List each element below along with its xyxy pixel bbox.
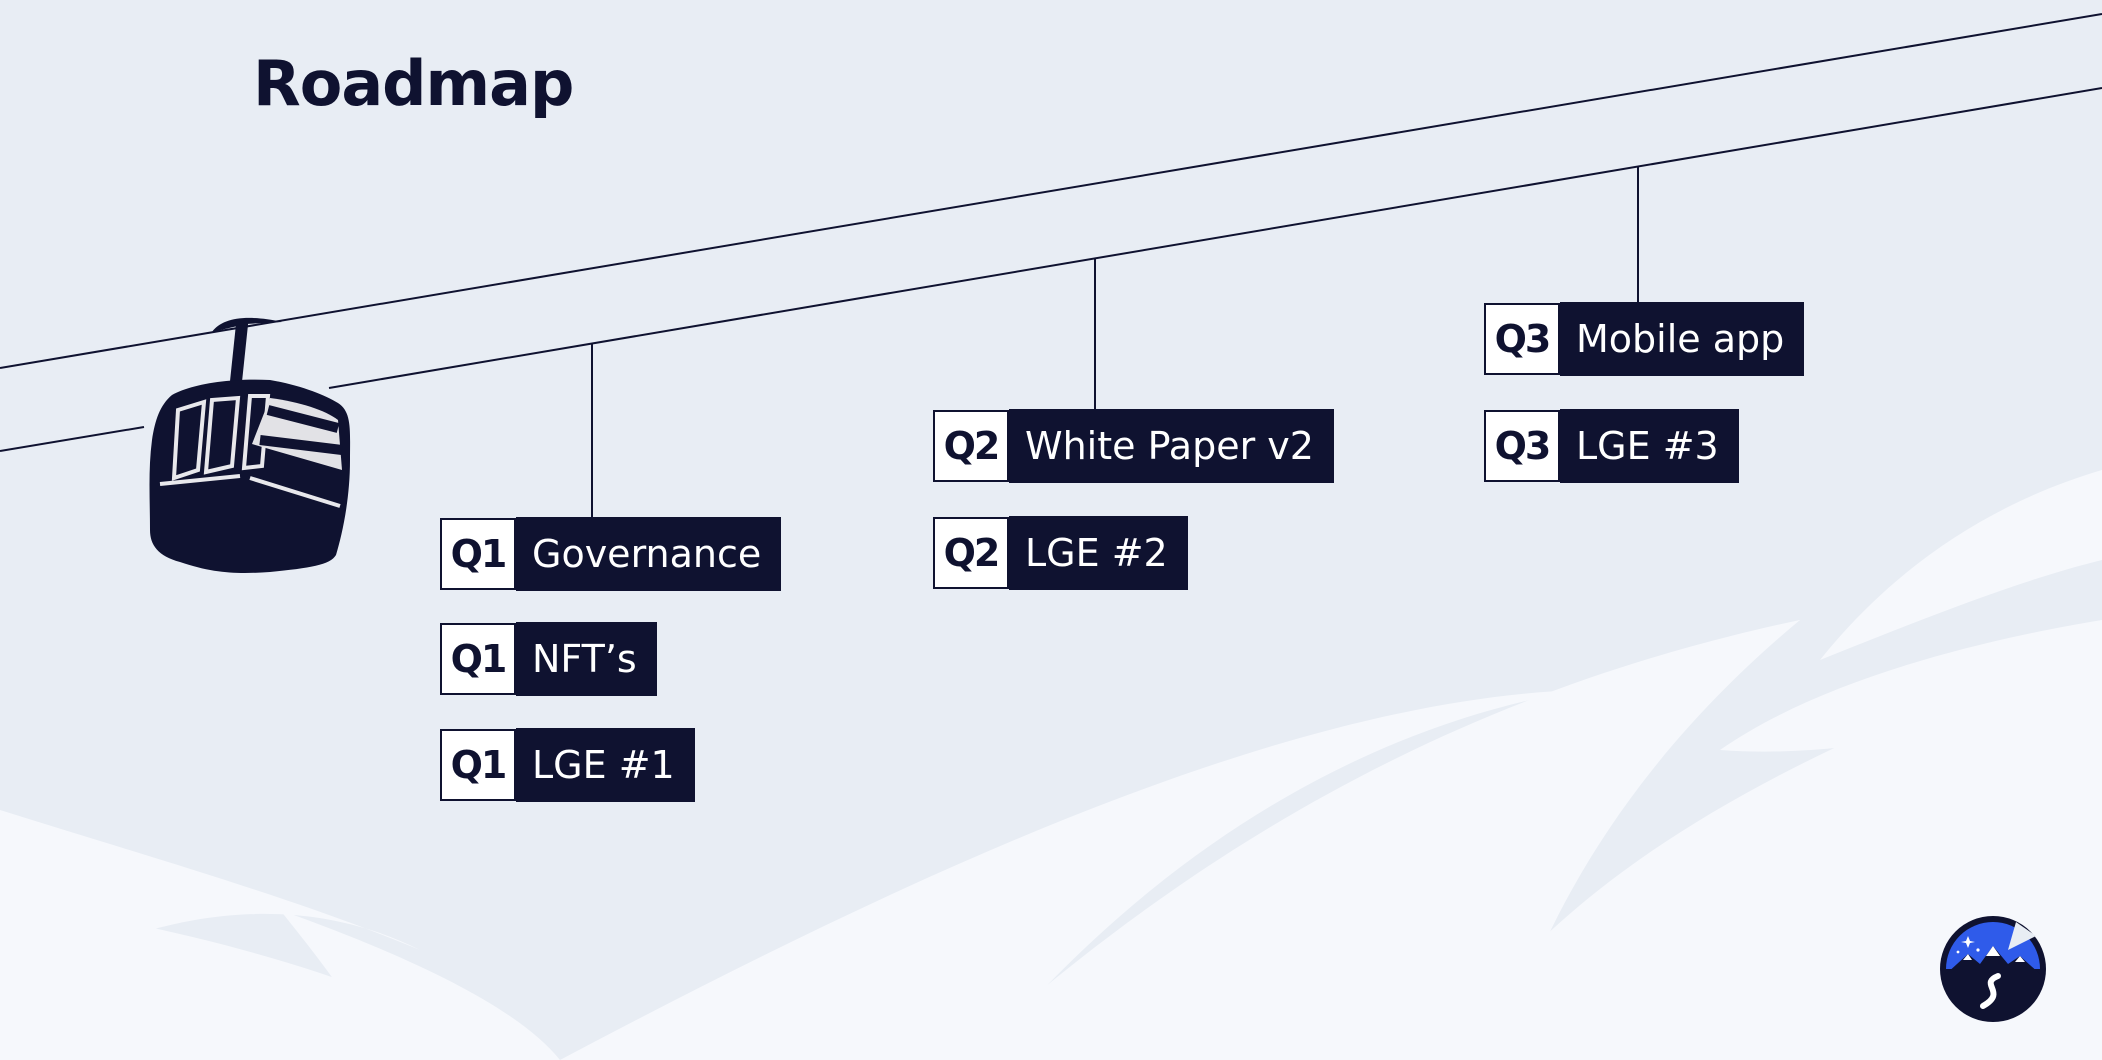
milestone-label: White Paper v2 [1009,409,1334,483]
quarter-badge: Q3 [1484,410,1560,482]
milestone-mobile-app: Q3 Mobile app [1484,302,1805,376]
quarter-badge: Q3 [1484,303,1560,375]
page-title: Roadmap [253,47,574,120]
milestone-label: Governance [516,517,782,591]
quarter-badge: Q1 [440,729,516,801]
milestone-governance: Q1 Governance [440,517,782,591]
quarter-badge: Q2 [933,517,1009,589]
milestone-label: LGE #2 [1009,516,1188,590]
milestone-lge-2: Q2 LGE #2 [933,516,1188,590]
quarter-badge: Q1 [440,518,516,590]
quarter-badge: Q2 [933,410,1009,482]
snow-slopes [0,470,2102,1060]
milestone-white-paper-v2: Q2 White Paper v2 [933,409,1334,483]
milestone-label: LGE #1 [516,728,695,802]
milestone-nfts: Q1 NFT’s [440,622,657,696]
milestone-lge-3: Q3 LGE #3 [1484,409,1739,483]
milestone-label: LGE #3 [1560,409,1739,483]
mountain-road-logo-icon [1940,916,2046,1022]
lower-cable-left [0,426,145,452]
milestone-lge-1: Q1 LGE #1 [440,728,695,802]
upper-cable [0,13,2102,369]
lower-cable [328,87,2102,389]
quarter-badge: Q1 [440,623,516,695]
milestone-label: Mobile app [1560,302,1805,376]
cable-car-gondola-icon [149,317,351,573]
milestone-label: NFT’s [516,622,657,696]
